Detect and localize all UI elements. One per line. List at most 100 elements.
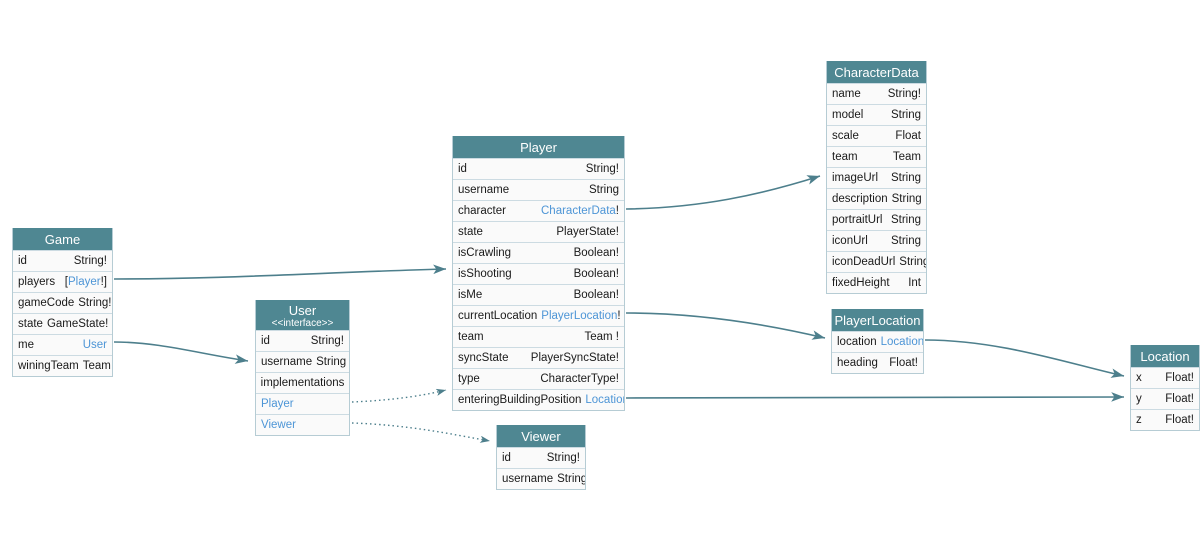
field-row[interactable]: id String! <box>13 250 112 271</box>
field-type: GameState! <box>46 318 109 330</box>
field-type[interactable]: PlayerLocation! <box>541 310 620 322</box>
field-type-link[interactable]: User <box>82 339 107 351</box>
field-type[interactable]: Location! <box>881 336 923 348</box>
field-type-link[interactable]: PlayerLocation <box>541 310 618 322</box>
field-row[interactable]: enteringBuildingPositionLocation <box>453 389 624 410</box>
field-type: String! <box>73 255 107 267</box>
field-type[interactable]: [Player!] <box>65 276 107 288</box>
field-name: id <box>261 335 270 347</box>
field-name: username <box>458 184 510 196</box>
field-type: Float <box>895 130 921 142</box>
field-name: winingTeam <box>18 360 79 372</box>
field-name: me <box>18 339 34 351</box>
entity-header-game: Game <box>13 228 112 250</box>
field-name: username <box>502 473 554 485</box>
field-row[interactable]: me User <box>13 334 112 355</box>
field-name: location <box>837 336 877 348</box>
field-name: id <box>502 452 511 464</box>
field-type-link[interactable]: Location <box>880 336 923 348</box>
field-row[interactable]: id String! <box>497 447 585 468</box>
field-type[interactable]: CharacterData! <box>541 205 619 217</box>
field-name: model <box>832 109 864 121</box>
field-type[interactable]: Location <box>585 394 624 406</box>
implementation-name[interactable]: Player <box>261 398 294 410</box>
field-row[interactable]: scale Float <box>827 125 926 146</box>
field-name: username <box>261 356 313 368</box>
entity-title-user: User <box>288 303 317 318</box>
field-name: imageUrl <box>832 172 879 184</box>
field-type: Int <box>908 277 921 289</box>
entity-playerlocation[interactable]: PlayerLocationlocationLocation!headingFl… <box>831 309 924 374</box>
field-type-link[interactable]: Location <box>585 394 624 406</box>
field-row[interactable]: heading Float! <box>832 352 923 373</box>
entity-stereotype-user: <<interface>> <box>271 318 334 329</box>
field-name: description <box>832 193 888 205</box>
field-name: players <box>18 276 56 288</box>
field-type: Float! <box>889 357 918 369</box>
implementation-row[interactable]: Player <box>256 393 349 414</box>
field-name: isShooting <box>458 268 512 280</box>
field-type: String <box>890 214 921 226</box>
field-name: id <box>18 255 27 267</box>
entity-header-viewer: Viewer <box>497 425 585 447</box>
field-row[interactable]: location Location! <box>832 331 923 352</box>
field-name: state <box>18 318 43 330</box>
field-name: currentLocation <box>458 310 538 322</box>
field-type-link[interactable]: CharacterData <box>541 205 616 217</box>
entity-header-player: Player <box>453 136 624 158</box>
edge-game-me-to-user <box>113 341 249 364</box>
field-row[interactable]: players [Player!] <box>13 271 112 292</box>
edge-player-currentlocation-to-playerlocation <box>625 312 826 340</box>
field-type: String <box>890 235 921 247</box>
implementation-row[interactable]: Viewer <box>256 414 349 435</box>
field-name: name <box>832 88 861 100</box>
field-type-suffix: !] <box>100 276 107 288</box>
field-name: isCrawling <box>458 247 512 259</box>
implementation-name[interactable]: Viewer <box>261 419 296 431</box>
field-type-link[interactable]: Player <box>68 276 101 288</box>
field-row[interactable]: iconDeadUrlString <box>827 251 926 272</box>
field-type: PlayerSyncState! <box>530 352 619 364</box>
field-type[interactable]: User <box>83 339 107 351</box>
field-name: y <box>1136 393 1142 405</box>
field-type: String! <box>546 452 580 464</box>
field-type-prefix: [ <box>64 276 68 288</box>
field-name: heading <box>837 357 878 369</box>
field-name: enteringBuildingPosition <box>458 394 582 406</box>
field-name: scale <box>832 130 859 142</box>
